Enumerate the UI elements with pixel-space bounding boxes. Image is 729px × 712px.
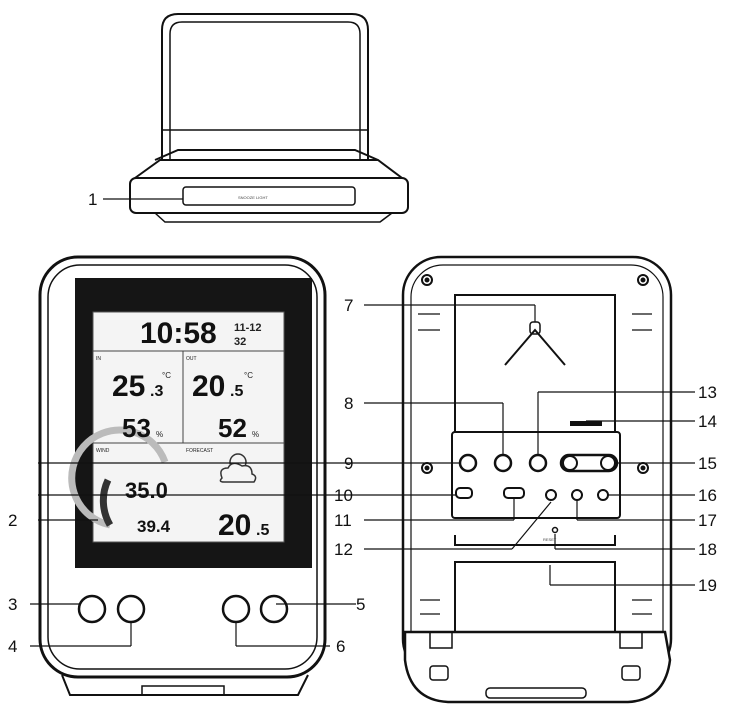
callout-6: 6 [336,637,345,656]
callout-11: 11 [334,511,352,530]
outdoor-temp-dec: .5 [230,383,243,400]
callout-9: 9 [344,454,353,473]
forecast-label: FORECAST [186,448,213,454]
callout-16: 16 [698,486,717,505]
indoor-temp-unit: °C [162,371,171,380]
callout-7: 7 [344,296,353,315]
top-view [129,13,409,223]
front-view [38,255,327,696]
search-button[interactable] [545,489,557,501]
callout-4: 4 [8,637,17,656]
callout-14: 14 [698,412,717,431]
callout-18: 18 [698,540,717,559]
callout-13: 13 [698,383,717,402]
time-display: 10:58 [140,317,217,350]
outdoor-label: OUT [186,356,197,362]
callout-3: 3 [8,595,17,614]
wind-label: WIND [96,448,110,454]
wind-gust: 39.4 [137,517,171,536]
callout-2: 2 [8,511,17,530]
history-button[interactable] [77,594,107,624]
callout-10: 10 [334,486,353,505]
callout-8: 8 [344,394,353,413]
indoor-temp: 25 [112,370,145,403]
seconds-display: 32 [234,336,246,348]
indoor-humidity: 53 [122,413,151,443]
callout-17: 17 [698,511,717,530]
indoor-humidity-unit: % [156,430,163,439]
outdoor-temp: 20 [192,370,225,403]
callout-19: 19 [698,576,717,595]
reset-label: RESET [543,537,557,542]
callout-1: 1 [88,190,97,209]
callout-15: 15 [698,454,717,473]
outdoor-humidity-unit: % [252,430,259,439]
chill-temp: 20 [218,509,251,542]
wind-speed: 35.0 [125,478,168,503]
outdoor-humidity: 52 [218,413,247,443]
alarm-button[interactable] [259,594,289,624]
callout-12: 12 [334,540,353,559]
back-view [401,255,673,704]
leader-lines [30,198,695,647]
indoor-temp-dec: .3 [150,383,163,400]
indoor-label: IN [96,356,101,362]
snooze-light-label: SNOOZE LIGHT [238,195,268,200]
date-display: 11-12 [234,322,262,334]
outdoor-temp-unit: °C [244,371,253,380]
unit-switch[interactable] [455,487,473,499]
chill-temp-dec: .5 [256,522,269,539]
callout-numbers: 1 2 3 4 5 6 7 8 9 10 11 12 13 14 15 16 1… [8,190,717,656]
callout-5: 5 [356,595,365,614]
channel-button[interactable] [562,455,578,471]
reset-button[interactable] [551,526,559,534]
